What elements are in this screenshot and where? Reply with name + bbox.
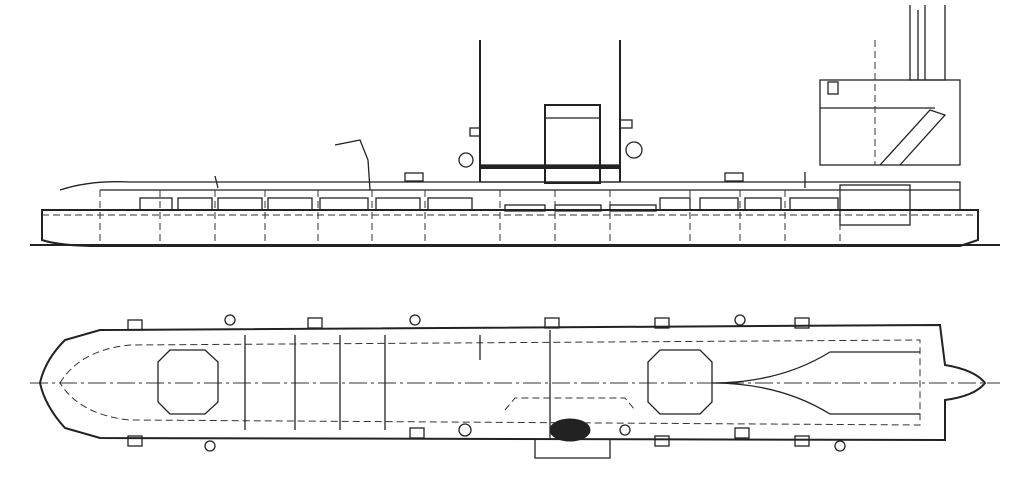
island-outline-plan <box>504 397 636 411</box>
crane <box>334 139 371 191</box>
deck-edge-plan <box>59 339 921 426</box>
flight-deck-profile <box>59 181 961 210</box>
gallery-windows <box>139 184 911 226</box>
plan-view <box>30 314 1000 459</box>
funnel-plan <box>549 418 591 442</box>
detail-section-view <box>819 5 961 166</box>
aft-elevator <box>647 349 713 415</box>
hull-profile <box>41 209 979 247</box>
sponson <box>534 440 611 459</box>
profile-view <box>30 5 1000 247</box>
island-superstructure <box>214 40 806 191</box>
fore-elevator <box>157 349 219 415</box>
frame-lines-plan <box>244 330 551 440</box>
hull-plan <box>38 323 987 442</box>
aft-deck-taper <box>711 351 920 415</box>
frame-lines <box>99 190 841 245</box>
gun-sponsons <box>127 314 846 452</box>
